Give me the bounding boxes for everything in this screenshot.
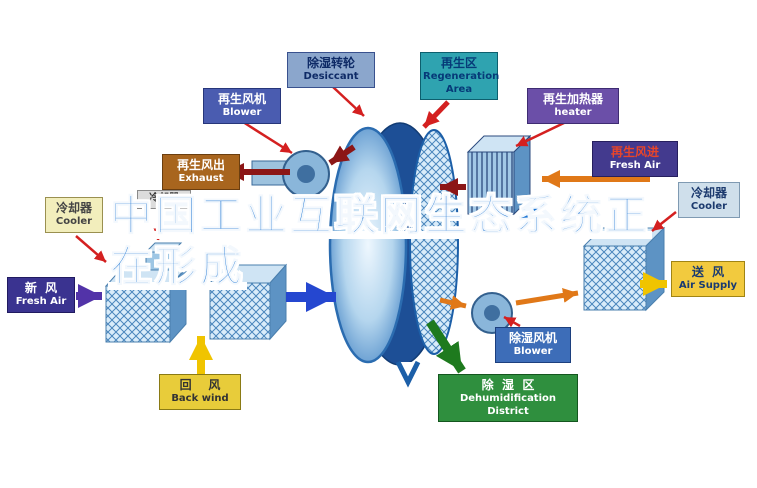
label-desiccant-en: Desiccant [303,71,359,82]
ahu-box-left-1 [104,266,188,344]
label-regen-blower: 再生风机 Blower [203,88,281,124]
label-air-supply-en: Air Supply [678,280,738,291]
pointer-cooler-right-label [651,211,677,232]
pointer-cooler-mid-label [153,211,165,241]
label-cooler-mid: 冷却器 [137,190,191,209]
label-dehumid-blower-en: Blower [513,346,553,357]
label-back-wind-en: Back wind [171,393,229,404]
label-cooler-right-zh: 冷却器 [690,186,727,200]
label-dehumidification-district-en: Dehumidification District [459,393,557,417]
label-cooler-mid-zh: 冷却器 [149,193,179,204]
regeneration-blower-fan [251,150,330,198]
label-air-supply: 送 风 Air Supply [671,261,745,297]
coil-front [145,251,173,271]
label-cooler-left-zh: 冷却器 [55,201,92,215]
regeneration-heater-unit [466,134,532,216]
label-back-wind-zh: 回 风 [179,378,221,392]
heater-front [467,151,515,215]
box-front [583,245,647,311]
wheel-front-face [328,126,408,364]
arrow-wheel-to-regen-fan [328,144,356,166]
label-regeneration-area: 再生区 Regeneration Area [420,52,500,100]
label-fresh-air-left: 新 风 Fresh Air [7,277,75,313]
label-regen-heater: 再生加热器 heater [527,88,619,124]
label-back-wind: 回 风 Back wind [159,374,241,410]
label-dehumidification-district-zh: 除 湿 区 [481,378,535,392]
ahu-box-right [582,226,666,312]
label-cooler-right-en: Cooler [690,201,728,212]
label-exhaust-zh: 再生风出 [176,158,225,172]
label-regen-blower-zh: 再生风机 [217,92,266,106]
label-exhaust-en: Exhaust [178,173,224,184]
label-dehumid-blower-zh: 除湿风机 [508,331,557,345]
pointer-cooler-left-label [75,235,107,263]
label-fresh-air-left-en: Fresh Air [15,296,67,307]
arrow-regen-air-in-wheel [422,100,450,129]
label-cooler-left: 冷却器 Cooler [45,197,103,233]
fan-hub [484,305,500,321]
arrow-wheel-to-dehum-fan [439,295,467,310]
pointer-regen-blower-label [242,120,293,155]
desiccant-wheel [328,122,459,388]
label-regeneration-area-en: Regeneration Area [423,71,500,95]
cooling-coil [144,242,183,271]
label-dehumid-blower: 除湿风机 Blower [495,327,571,363]
arrow-dehumidified-zone [426,319,466,374]
label-regen-fresh-in: 再生风进 Fresh Air [592,141,678,177]
box-front [105,285,171,343]
label-regeneration-area-zh: 再生区 [440,56,477,70]
watermark-line-2: 在形成 [109,241,246,292]
label-regen-heater-zh: 再生加热器 [542,92,603,106]
label-desiccant-zh: 除湿转轮 [306,56,355,70]
label-cooler-left-en: Cooler [55,216,93,227]
label-cooler-right: 冷却器 Cooler [678,182,740,218]
wheel-belt [395,360,421,388]
label-fresh-air-left-zh: 新 风 [24,281,58,295]
label-exhaust: 再生风出 Exhaust [162,154,240,190]
pointer-dehum-blower-label [503,315,521,328]
label-air-supply-zh: 送 风 [691,265,725,279]
label-regen-fresh-in-en: Fresh Air [609,160,661,171]
label-regen-blower-en: Blower [222,107,262,118]
dehumidification-blower-fan [471,292,513,334]
watermark-line-1: 中国工业互联网生态系统正 [109,190,651,241]
watermark-text: 中国工业互联网生态系统正 在形成 [109,190,651,292]
fan-hub [297,165,315,183]
label-regen-fresh-in-zh: 再生风进 [610,145,659,159]
label-desiccant: 除湿转轮 Desiccant [287,52,375,88]
ahu-box-left-2 [208,263,288,341]
arrow-fan-to-right-ahu [515,287,579,306]
box-front [209,282,271,340]
pointer-desiccant-label [332,86,365,117]
label-dehumidification-district: 除 湿 区 Dehumidification District [438,374,578,422]
label-regen-heater-en: heater [554,107,592,118]
pointer-regen-heater-label [515,120,567,148]
